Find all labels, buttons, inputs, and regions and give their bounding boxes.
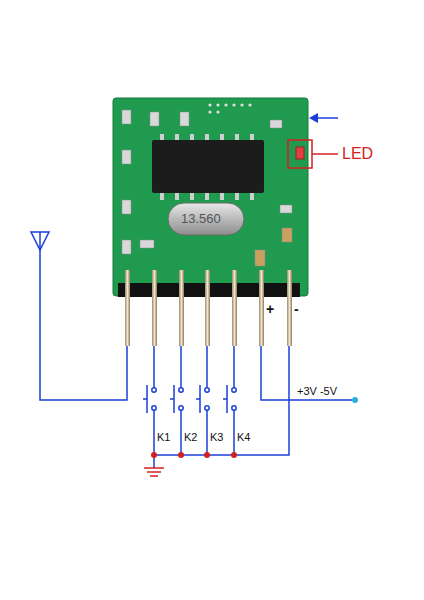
ic-chip (152, 134, 264, 200)
ground-symbol (144, 468, 164, 476)
pointer-arrowhead (309, 113, 318, 123)
voltage-label: +3V -5V (297, 386, 337, 397)
vias (208, 103, 251, 113)
pins (125, 270, 292, 346)
antenna-symbol (31, 232, 127, 400)
smd-parts (122, 110, 292, 266)
pin-label: - (294, 302, 299, 316)
power-terminal (352, 397, 358, 403)
switch-label: K2 (184, 432, 197, 443)
led-leader (312, 153, 338, 155)
part-label: LED (342, 146, 373, 162)
crystal-marking: 13.560 (181, 212, 221, 225)
pcb-board (113, 98, 308, 296)
led-highlight (288, 140, 312, 168)
pin-label: + (266, 302, 274, 316)
led (296, 147, 304, 159)
switch-label: K4 (237, 432, 250, 443)
push-switches (143, 385, 236, 413)
switch-wires (154, 346, 355, 468)
crystal (168, 203, 244, 235)
switch-label: K1 (157, 432, 170, 443)
switch-label: K3 (210, 432, 223, 443)
pointer-arrow (316, 117, 338, 119)
junction-dots (151, 452, 237, 458)
